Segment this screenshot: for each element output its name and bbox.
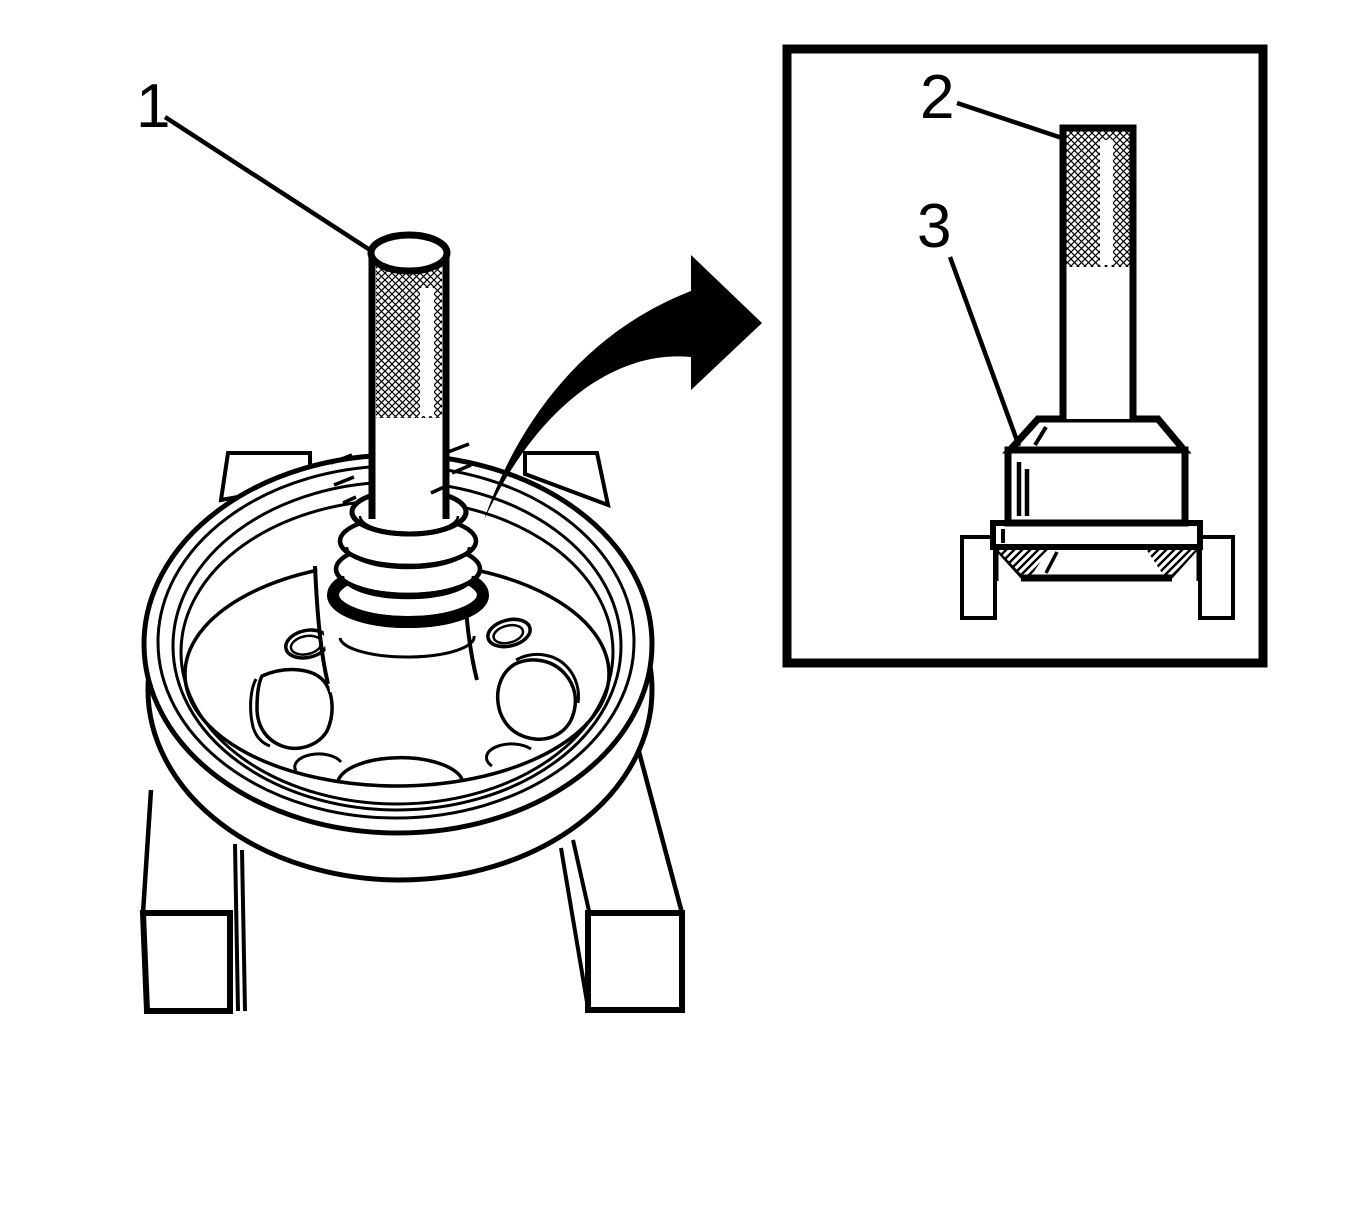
seal-hatch-left [997, 549, 1049, 576]
callout-2-leader [956, 100, 1063, 141]
tool-top-face [367, 231, 451, 275]
installer-body [1004, 446, 1189, 527]
right-support-face [585, 910, 685, 1013]
inset-installer-head [990, 415, 1203, 550]
adapter-front-arcs [327, 511, 489, 628]
hub-window-right-edge [515, 652, 580, 704]
inset-shaft-outline [1059, 124, 1137, 422]
inset-tool-shaft [1059, 124, 1137, 422]
tool-shaft-sides [368, 255, 450, 519]
right-support-inner-edge [559, 839, 591, 1009]
impact-dash [333, 475, 355, 487]
ring-1-inner-arc [358, 515, 460, 535]
ring-2-inner-arc [345, 546, 471, 570]
inset-seal [990, 545, 1203, 582]
impact-dash [451, 463, 472, 475]
hub-bore-chamfer [338, 635, 476, 659]
hub-boss-left-edge [313, 565, 330, 685]
hub-window-bottom-right [484, 742, 532, 768]
right-support-outer-edge [635, 747, 685, 914]
callout-2-label: 2 [920, 63, 954, 132]
hub-window-bottom-left [293, 752, 343, 772]
ring-2-front-arc [337, 540, 479, 569]
lug-hole-right [486, 617, 532, 649]
tool-knurl-highlight [420, 288, 434, 416]
callout-3-label: 3 [917, 192, 951, 261]
seal-hatch-right [1146, 549, 1196, 576]
hub-window-right [495, 658, 578, 741]
inset-knurl-highlight [1100, 140, 1113, 265]
installer-bevel-tick [1033, 425, 1048, 447]
lug-hole-right-inner [492, 623, 525, 645]
callout-1-leader [163, 115, 372, 252]
left-support-outer-edge [140, 789, 154, 914]
inset-panel: 2 3 [782, 44, 1268, 668]
callout-3-leader [947, 256, 1022, 447]
impact-dash [330, 453, 353, 465]
installer-flange [990, 520, 1203, 550]
impact-dash [430, 485, 445, 495]
callout-1-label: 1 [136, 72, 170, 141]
installer-body-ticks [1016, 462, 1030, 516]
seal-installer-tool [367, 231, 451, 519]
impact-dash [342, 495, 357, 505]
callout-3: 3 [917, 192, 1022, 447]
press-support-blocks [139, 451, 685, 1014]
main-figure: 1 [136, 72, 685, 1014]
impact-dash [447, 442, 470, 454]
hub-window-bottom-center [336, 755, 464, 782]
impact-marks [330, 442, 472, 505]
left-support-inner-edge [233, 843, 247, 1012]
left-support-face [139, 910, 233, 1014]
hub-window-left-edge [249, 678, 271, 748]
callout-1: 1 [136, 72, 372, 252]
right-support-top [523, 451, 611, 509]
ring-3-inner-arc [341, 575, 475, 600]
hub-window-left [255, 667, 334, 751]
dark-ring-front-arc [327, 594, 489, 628]
inset-shaft-knurl [1066, 131, 1130, 267]
callout-2: 2 [920, 63, 1063, 141]
seal-lip-line [1044, 551, 1059, 574]
magnify-arrow [484, 255, 762, 520]
